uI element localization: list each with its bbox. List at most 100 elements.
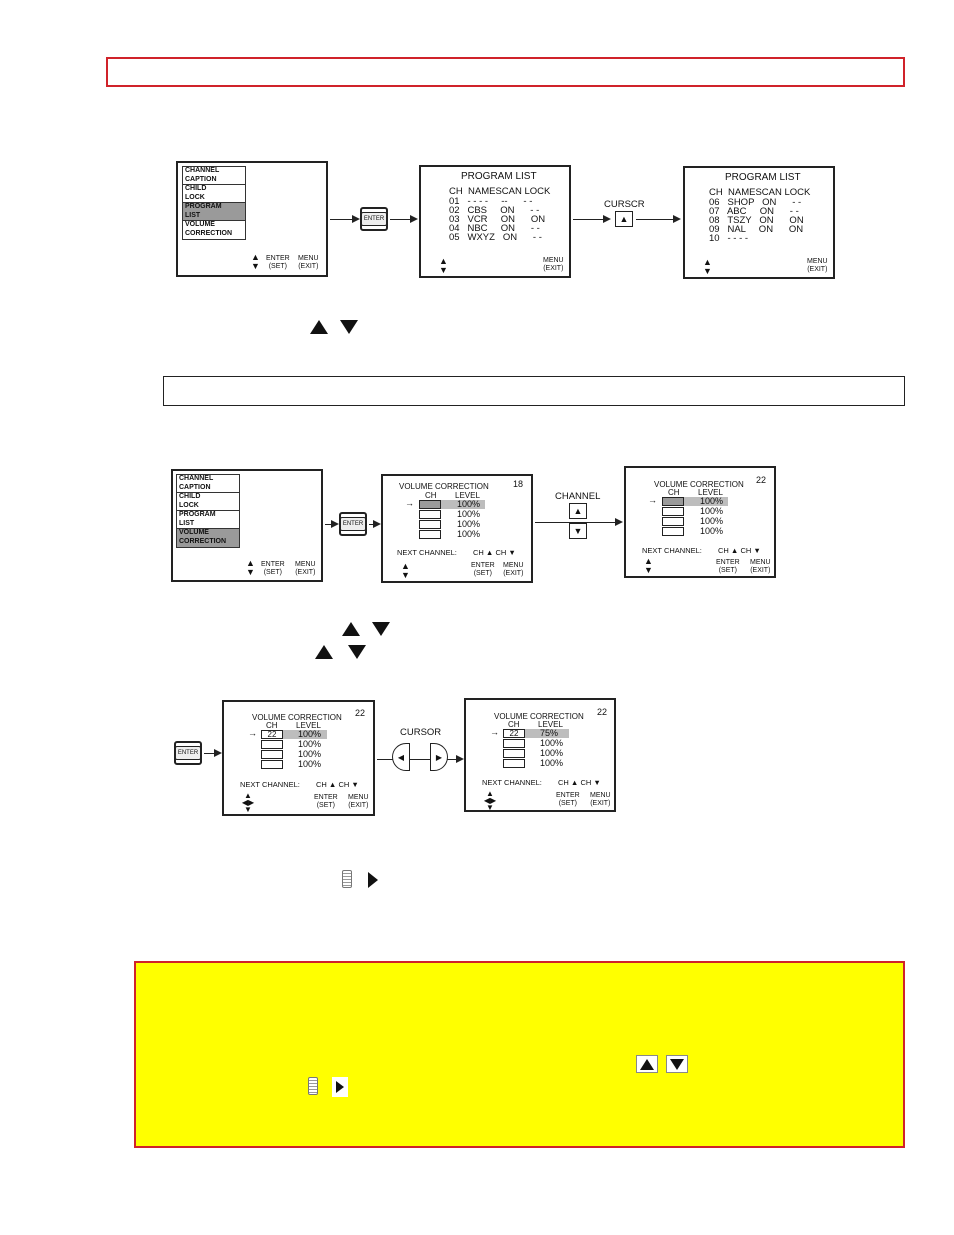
- joystick-icon: [308, 1077, 318, 1100]
- vc-channel-box: [662, 507, 684, 516]
- menu-exit-label: MENU (EXIT): [807, 258, 828, 273]
- flow-arrow: [390, 215, 418, 223]
- program-list-row: 03 VCR ON ON: [449, 214, 546, 225]
- vc-channel-box: 22: [261, 730, 283, 739]
- vc-level: 100%: [700, 516, 724, 526]
- next-channel-label: NEXT CHANNEL:: [397, 548, 457, 557]
- cursor-left-button: ◀: [392, 743, 410, 771]
- header-box: [106, 57, 905, 87]
- vc-channel-box: [419, 520, 441, 529]
- channel-label: CHANNEL: [555, 491, 601, 502]
- vc-channel-box: [419, 500, 441, 509]
- flow-arrow: [535, 518, 623, 526]
- vc-number: 22: [355, 708, 366, 718]
- program-list-screen-2: PROGRAM LIST CH NAMESCAN LOCK 06 SHOP ON…: [683, 166, 835, 279]
- up-triangle-icon: [310, 320, 328, 339]
- program-list-row: 02 CBS ON - -: [449, 205, 540, 216]
- enter-set-label: ENTER (SET): [314, 794, 338, 809]
- vc-level: 100%: [298, 729, 322, 739]
- program-list-screen-1: PROGRAM LIST CH NAMESCAN LOCK 01 - - - -…: [419, 165, 571, 278]
- vc-ch-header: CH: [266, 721, 278, 730]
- vc-number: 22: [597, 707, 608, 717]
- down-triangle-icon: [666, 1055, 688, 1073]
- menu-item-volume-correction: VOLUME CORRECTION: [185, 221, 233, 237]
- vc-level: 100%: [457, 529, 481, 539]
- down-triangle-icon: [372, 622, 390, 641]
- program-list-header: CH NAMESCAN LOCK: [709, 187, 811, 198]
- ch-up-label: CH ▲ CH ▼: [718, 546, 761, 555]
- program-list-row: 08 TSZY ON ON: [709, 215, 804, 226]
- menu-item-channel-caption: CHANNEL CAPTION: [177, 475, 239, 493]
- next-channel-label: NEXT CHANNEL:: [482, 778, 542, 787]
- program-list-row: 01 - - - - -- - -: [449, 196, 533, 207]
- vc-level: 100%: [540, 758, 564, 768]
- channel-down-button: ▼: [569, 523, 587, 539]
- vc-level-header: LEVEL: [455, 491, 480, 500]
- vc-channel-box: [261, 760, 283, 769]
- vc-channel-box: [662, 517, 684, 526]
- menu-exit-label: MENU (EXIT): [750, 559, 771, 574]
- menu-item-child-lock: CHILD LOCK: [183, 185, 245, 203]
- cursor-label: CURSCR: [604, 199, 645, 210]
- menu-item-volume-correction: VOLUME CORRECTION: [177, 529, 239, 547]
- up-triangle-icon: [636, 1055, 658, 1073]
- vc-highlight-bar: [662, 497, 728, 506]
- vc-level: 100%: [457, 499, 481, 509]
- vc-level: 100%: [540, 748, 564, 758]
- up-triangle-icon: [315, 645, 333, 664]
- vc-level-header: LEVEL: [698, 488, 723, 497]
- right-triangle-icon: [332, 1077, 348, 1097]
- cursor-label: CURSOR: [400, 727, 442, 738]
- flow-arrow: [204, 749, 222, 757]
- next-channel-label: NEXT CHANNEL:: [642, 546, 702, 555]
- vc-channel-box: [261, 740, 283, 749]
- vc-level: 100%: [540, 738, 564, 748]
- enter-set-label: ENTER (SET): [716, 559, 740, 574]
- menu-exit-label: MENU (EXIT): [503, 562, 524, 577]
- ch-up-label: CH ▲ CH ▼: [558, 778, 601, 787]
- up-down-icon: ▲▼: [703, 257, 712, 276]
- up-down-icon: ▲▼: [439, 256, 448, 275]
- flow-arrow: [369, 520, 381, 528]
- vc-title: VOLUME CORRECTION: [399, 482, 489, 491]
- vc-channel-box: [662, 497, 684, 506]
- vc-ch-header: CH: [508, 720, 520, 729]
- menu-exit-label: MENU (EXIT): [298, 255, 319, 270]
- vc-level: 100%: [298, 759, 322, 769]
- vc-channel-box: [503, 749, 525, 758]
- vc-level: 100%: [298, 739, 322, 749]
- pointer-arrow-icon: →: [248, 728, 257, 738]
- vc-ch-header: CH: [425, 491, 437, 500]
- pointer-arrow-icon: →: [405, 498, 414, 508]
- enter-set-label: ENTER (SET): [266, 255, 290, 270]
- flow-arrow: [636, 215, 681, 223]
- menu-exit-label: MENU (EXIT): [590, 792, 611, 807]
- menu-item-program-list: PROGRAM LIST: [177, 511, 239, 529]
- vc-level: 100%: [700, 496, 724, 506]
- vc-ch-header: CH: [668, 488, 680, 497]
- down-triangle-icon: [340, 320, 358, 339]
- ch-up-label: CH ▲ CH ▼: [473, 548, 516, 557]
- cursor-up-button: ▲: [615, 211, 633, 227]
- program-list-row: 06 SHOP ON - -: [709, 197, 802, 208]
- vc-highlight-bar: [419, 500, 485, 509]
- note-box: [134, 961, 905, 1148]
- volume-correction-screen-3: VOLUME CORRECTION 22 CH LEVEL → 22 100% …: [222, 700, 375, 816]
- enter-button: ENTER: [339, 512, 367, 536]
- vc-level: 100%: [457, 509, 481, 519]
- down-triangle-icon: [348, 645, 366, 664]
- program-list-title: PROGRAM LIST: [725, 172, 801, 183]
- flow-arrow: [573, 215, 611, 223]
- vc-channel-box: [503, 759, 525, 768]
- four-way-arrow-icon: ▲◀▶▼: [241, 791, 255, 814]
- vc-channel-box: [419, 510, 441, 519]
- ch-up-label: CH ▲ CH ▼: [316, 780, 359, 789]
- volume-correction-screen-4: VOLUME CORRECTION 22 CH LEVEL → 22 75% 1…: [464, 698, 616, 812]
- vc-level: 100%: [700, 526, 724, 536]
- four-way-arrow-icon: ▲◀▶▼: [483, 789, 497, 812]
- vc-channel-box: [662, 527, 684, 536]
- menu-item-program-list: PROGRAM LIST: [183, 203, 245, 221]
- vc-level-header: LEVEL: [296, 721, 321, 730]
- vc-highlight-bar: [261, 730, 327, 739]
- program-list-header: CH NAMESCAN LOCK: [449, 186, 551, 197]
